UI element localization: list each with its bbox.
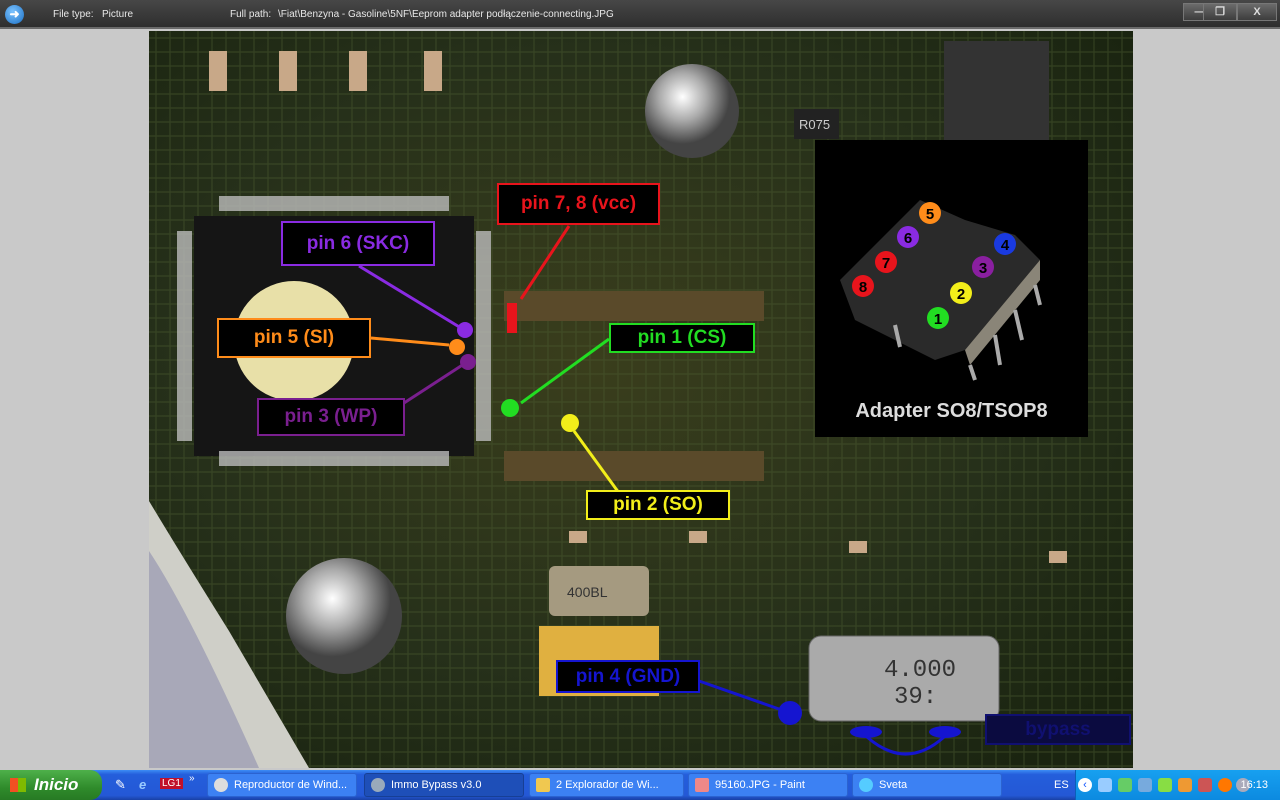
svg-text:6: 6 [904, 230, 912, 247]
adapter-socket-photo: 1 2 3 4 5 6 7 8 [840, 200, 1042, 381]
task-paint[interactable]: 95160.JPG - Paint [688, 773, 848, 797]
internet-explorer-icon[interactable]: e [139, 777, 147, 792]
bypass-label: bypass [985, 714, 1131, 745]
taskbar: . Inicio ✎ e LG1 » Reproductor de Wind...… [0, 770, 1280, 800]
pin-1-marker [501, 399, 519, 417]
pin-6-marker [457, 322, 473, 338]
pin-4-label: pin 4 (GND) [556, 660, 700, 693]
tray-app-icon[interactable] [1178, 778, 1192, 792]
volume-icon[interactable] [1198, 778, 1212, 792]
language-indicator[interactable]: ES [1054, 779, 1069, 791]
screw [645, 64, 739, 158]
screw [286, 558, 402, 674]
pin-5-marker [449, 339, 465, 355]
svg-text:7: 7 [882, 255, 890, 272]
svg-text:4: 4 [1001, 237, 1010, 254]
quick-launch-overflow[interactable]: » [189, 773, 195, 784]
crystal-oscillator [808, 635, 1000, 722]
paint-icon [695, 778, 709, 792]
bypass-pad-right [929, 726, 961, 738]
pin-4-marker [778, 701, 802, 725]
pin-7-8-marker [507, 303, 517, 333]
folder-icon [536, 778, 550, 792]
tray-app-gray-icon[interactable] [1236, 778, 1250, 792]
pin-6-label: pin 6 (SKC) [281, 221, 435, 266]
chat-icon [859, 778, 873, 792]
task-immo-bypass[interactable]: Immo Bypass v3.0 [364, 773, 524, 797]
restore-button[interactable]: ❐ [1203, 3, 1237, 21]
pin-2-label: pin 2 (SO) [586, 490, 730, 520]
pin-2-marker [561, 414, 579, 432]
full-path-label: Full path: [230, 9, 272, 20]
network-icon[interactable] [1098, 778, 1112, 792]
viewer-title-bar: ➜ File type: Picture Full path: \Fiat\Be… [0, 0, 1280, 29]
adapter-inset: 1 2 3 4 5 6 7 8 Adapter SO8/TSOP8 [815, 140, 1088, 437]
resistor [794, 109, 839, 139]
pin-5-label: pin 5 (SI) [217, 318, 371, 358]
svg-text:1: 1 [934, 311, 942, 328]
arrow-right-icon[interactable]: ➜ [5, 5, 24, 24]
system-tray: ‹ 16:13 [1075, 770, 1280, 800]
pin-1-label: pin 1 (CS) [609, 323, 755, 353]
crystal [549, 566, 649, 616]
quick-launch-lg1[interactable]: LG1 [160, 778, 183, 789]
svg-text:2: 2 [957, 286, 965, 303]
pin-3-marker [460, 354, 476, 370]
start-button[interactable]: . Inicio [0, 770, 102, 800]
quick-launch-desktop-icon[interactable]: ✎ [115, 777, 126, 792]
pin-7-8-label: pin 7, 8 (vcc) [497, 183, 660, 225]
windows-logo-icon: . [10, 778, 26, 792]
svg-text:R075: R075 [799, 117, 830, 132]
security-check-icon[interactable] [1158, 778, 1172, 792]
bypass-pad-left [850, 726, 882, 738]
svg-text:8: 8 [859, 279, 867, 296]
tray-app-orange-icon[interactable] [1218, 778, 1232, 792]
svg-text:5: 5 [926, 206, 934, 223]
file-type-label: File type: [53, 9, 94, 20]
user-icon[interactable] [1118, 778, 1132, 792]
svg-text:400BL: 400BL [567, 584, 608, 600]
picture-view: 4.000 39: 400BL R075 p [149, 31, 1133, 768]
svg-text:3: 3 [979, 260, 987, 277]
close-button[interactable]: X [1237, 3, 1277, 21]
start-label: Inicio [34, 775, 79, 794]
recycle-icon[interactable] [1138, 778, 1152, 792]
clock[interactable]: 16:13 [1240, 779, 1268, 791]
adapter-caption: Adapter SO8/TSOP8 [855, 400, 1048, 422]
show-hidden-icons-button[interactable]: ‹ [1078, 778, 1092, 792]
media-player-icon [214, 778, 228, 792]
task-media-player[interactable]: Reproductor de Wind... [207, 773, 357, 797]
task-sveta[interactable]: Sveta [852, 773, 1002, 797]
pin-3-label: pin 3 (WP) [257, 398, 405, 436]
svg-text:39:: 39: [894, 684, 937, 711]
svg-text:4.000: 4.000 [884, 657, 956, 684]
task-explorer-group[interactable]: 2 Explorador de Wi... [529, 773, 684, 797]
full-path-value: \Fiat\Benzyna - Gasoline\5NF\Eeprom adap… [278, 9, 614, 20]
file-type-value: Picture [102, 9, 134, 20]
atom-icon [371, 778, 385, 792]
eeprom-pads [504, 291, 764, 321]
